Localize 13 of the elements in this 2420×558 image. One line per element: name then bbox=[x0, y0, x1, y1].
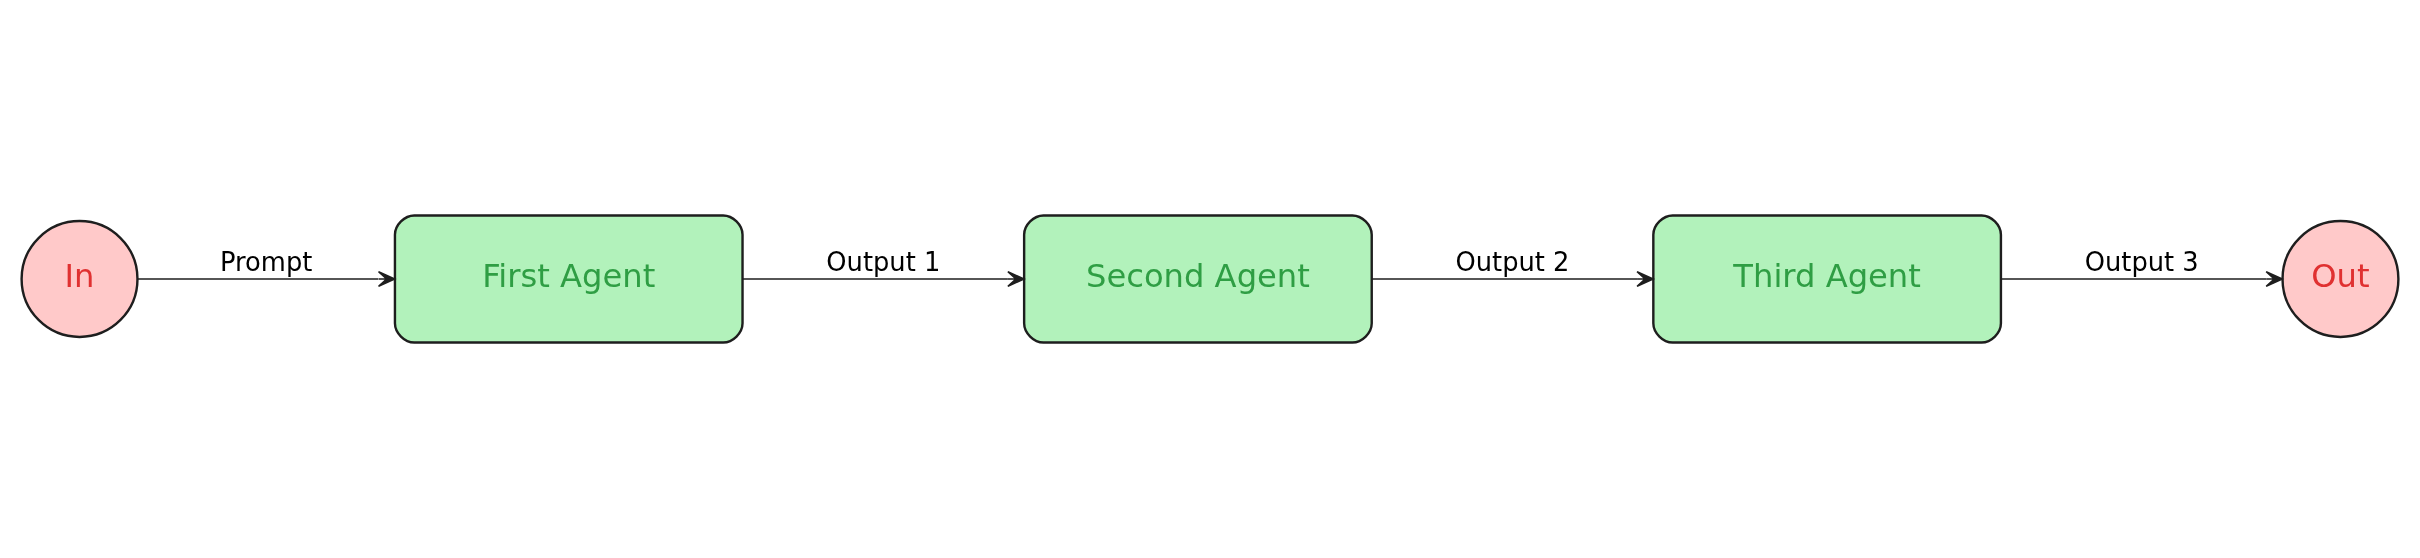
arrow bbox=[1371, 270, 1654, 288]
edge-label: Prompt bbox=[220, 246, 313, 277]
arrow bbox=[137, 270, 396, 288]
edge-label: Output 1 bbox=[826, 246, 941, 277]
edge-label: Output 3 bbox=[2084, 246, 2199, 277]
node-box: First Agent bbox=[393, 214, 744, 344]
node-box: Second Agent bbox=[1022, 214, 1373, 344]
node-box: Third Agent bbox=[1652, 214, 2003, 344]
arrow bbox=[2000, 270, 2284, 288]
arrow bbox=[741, 270, 1025, 288]
edge-label: Output 2 bbox=[1455, 246, 1570, 277]
node-circle: Out bbox=[2281, 219, 2400, 339]
node-circle: In bbox=[20, 219, 139, 339]
